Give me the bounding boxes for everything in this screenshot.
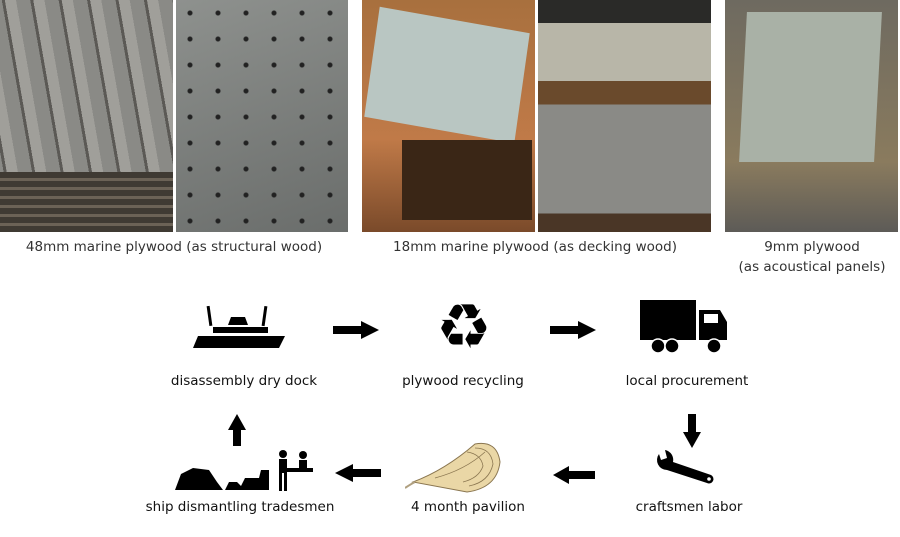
- photo-caption: 48mm marine plywood (as structural wood): [25, 239, 323, 255]
- step-label-ship-dismantling-tradesmen: ship dismantling tradesmen: [145, 499, 335, 515]
- step-label-4-month-pavilion: 4 month pavilion: [411, 499, 525, 515]
- arrow-down-icon: [683, 414, 701, 448]
- step-label-craftsmen-labor: craftsmen labor: [635, 499, 743, 515]
- step-label-disassembly-dry-dock: disassembly dry dock: [170, 373, 318, 389]
- photo-18mm-plywood-chair: [362, 0, 535, 232]
- arrow-right-icon: [550, 321, 596, 339]
- arrow-up-icon: [228, 414, 246, 446]
- pavilion-icon: [405, 442, 501, 493]
- arrow-left-icon: [553, 466, 595, 484]
- recycle-icon: ♻: [436, 290, 492, 363]
- arrow-left-icon: [335, 464, 381, 482]
- photo-caption: 18mm marine plywood (as decking wood): [393, 239, 677, 255]
- step-label-local-procurement: local procurement: [625, 373, 749, 389]
- photo-48mm-grooved-plywood: [0, 0, 173, 232]
- tradesmen-icon: [175, 450, 313, 491]
- arrow-right-icon: [333, 321, 379, 339]
- photo-18mm-plywood-edge: [538, 0, 711, 232]
- step-label-plywood-recycling: plywood recycling: [402, 373, 524, 389]
- truck-icon: [640, 300, 727, 354]
- ship-icon: [193, 305, 285, 348]
- wrench-icon: [657, 450, 714, 484]
- photo-9mm-plywood-stack: [725, 0, 898, 232]
- photo-caption: 9mm plywood: [764, 239, 860, 255]
- photo-caption: (as acoustical panels): [738, 259, 886, 275]
- photo-48mm-perforated-plywood: [176, 0, 348, 232]
